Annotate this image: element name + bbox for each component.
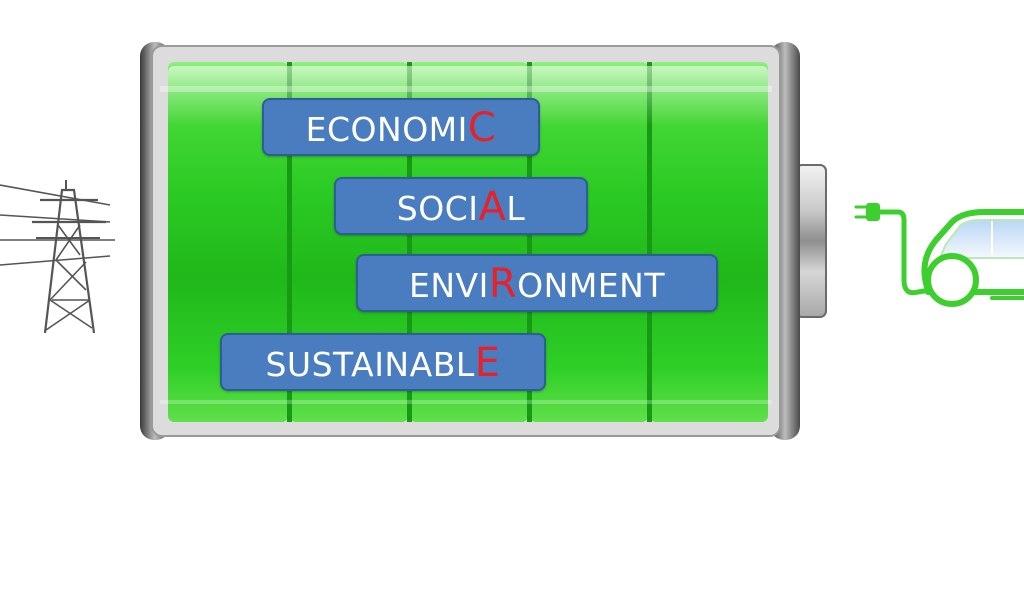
label-economic: ECONOMIC [262,98,540,156]
label-text: ENVI [409,266,489,305]
highlight-letter: E [474,340,501,386]
highlight-letter: R [488,261,518,307]
label-text: SUSTAINABL [265,345,475,384]
label-social: SOCIAL [334,177,588,235]
power-tower-icon [0,180,115,334]
label-text: ECONOMI [305,110,468,149]
label-environment: ENVIRONMENT [356,254,718,312]
label-sustainable: SUSTAINABLE [220,333,546,391]
label-text: SOCI [396,189,479,228]
electric-car-plug-icon [854,203,1024,307]
highlight-letter: C [467,105,497,151]
label-text: ONMENT [517,266,665,305]
label-text: L [506,189,526,228]
highlight-letter: A [478,184,507,230]
